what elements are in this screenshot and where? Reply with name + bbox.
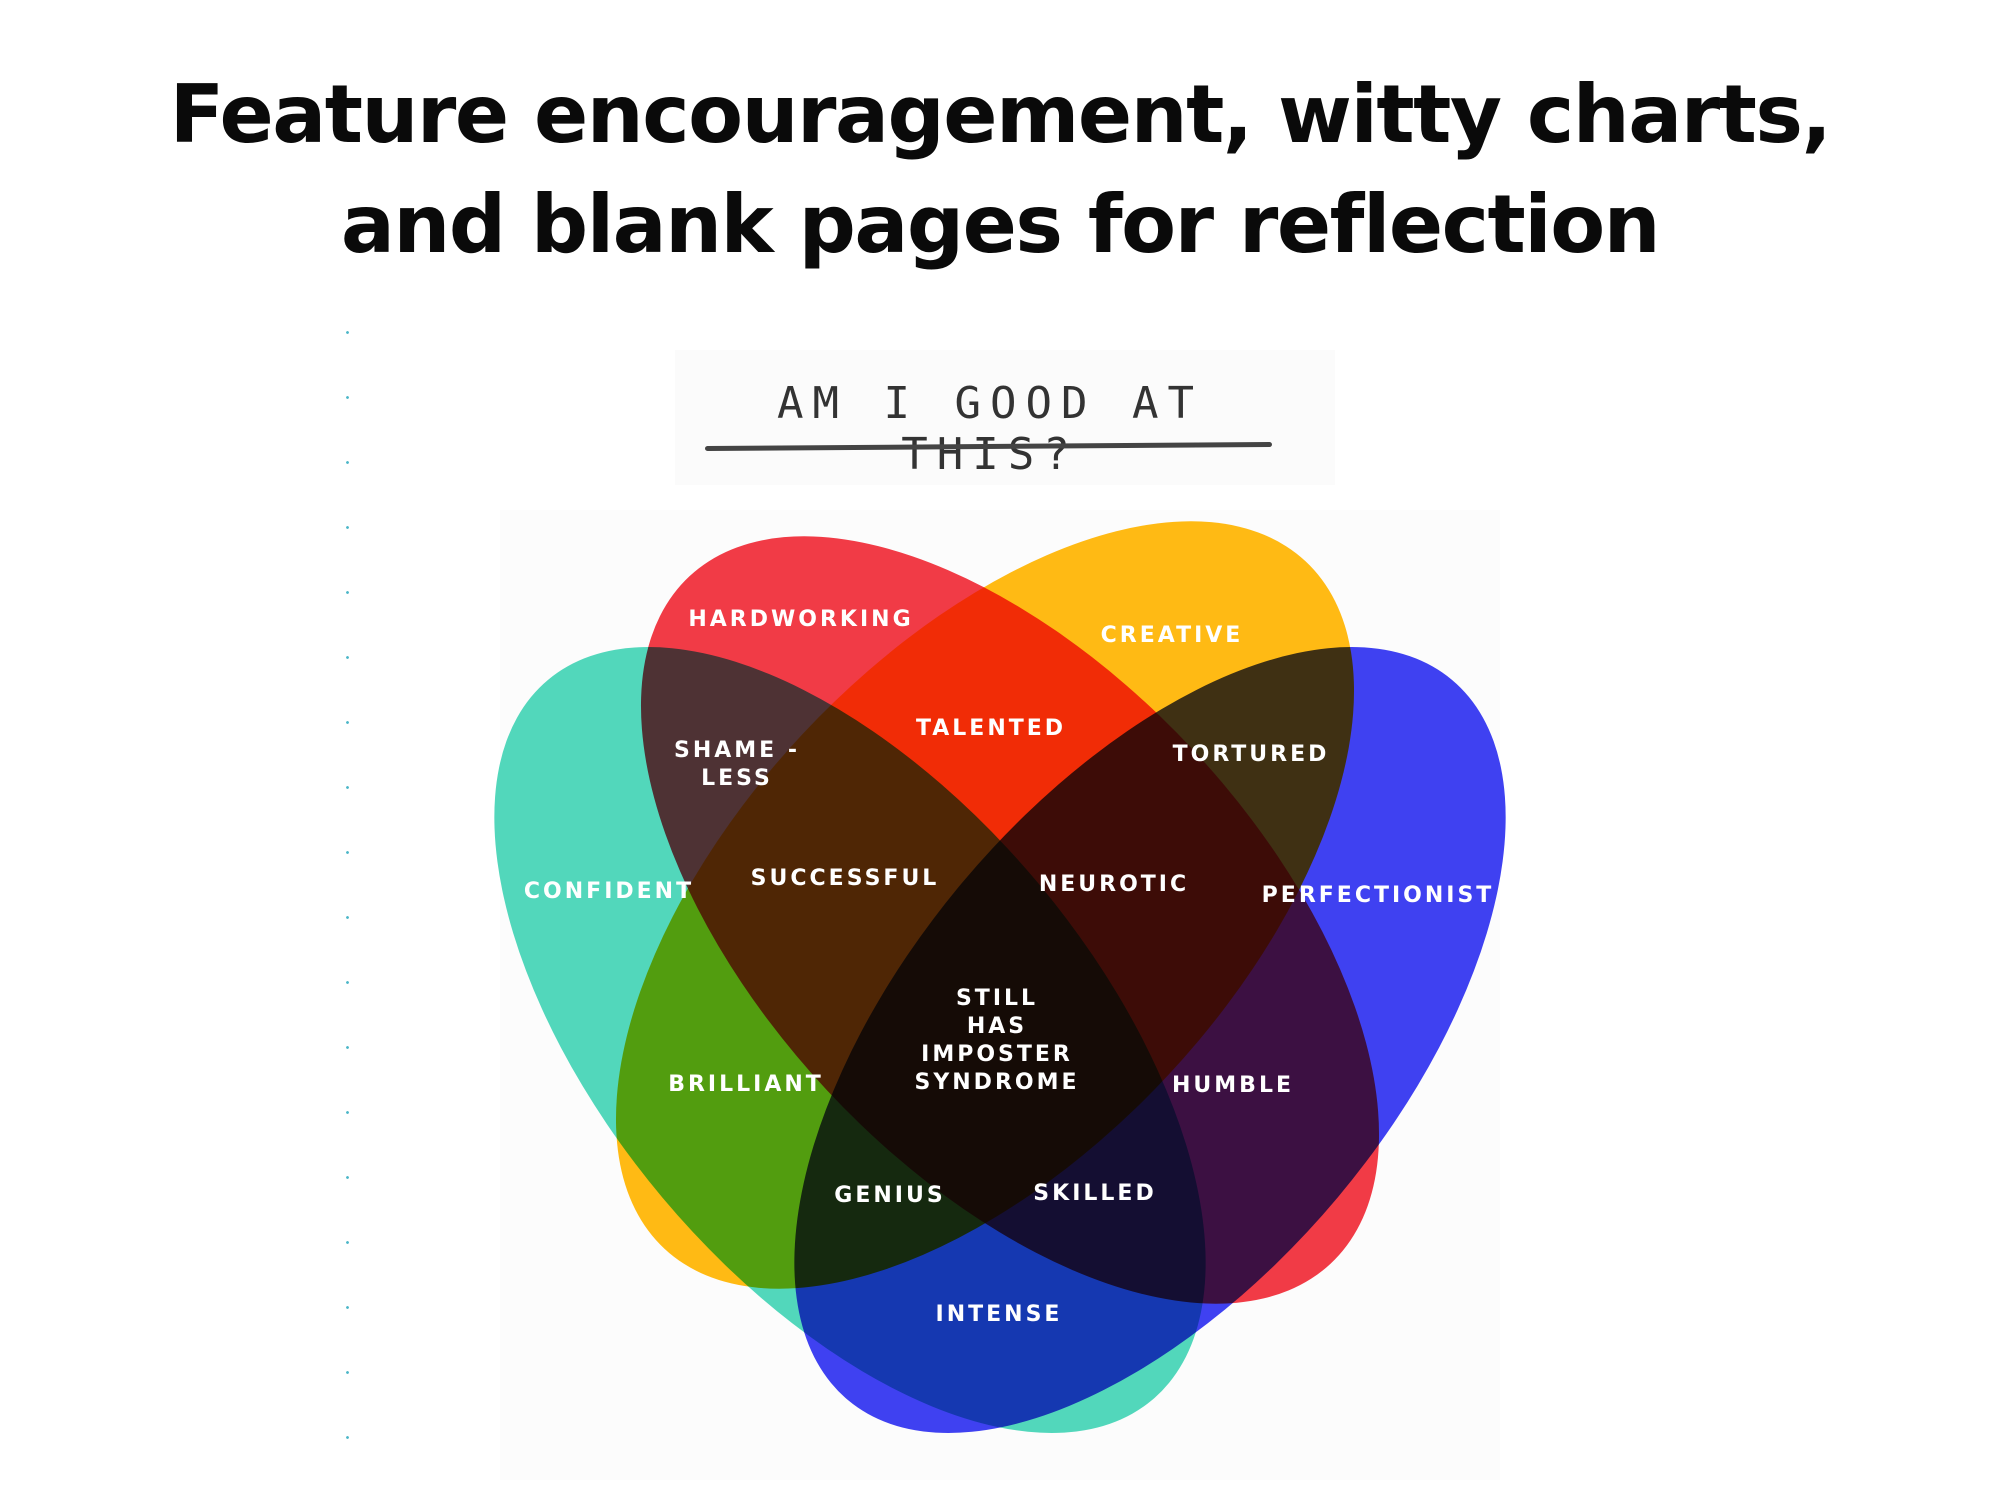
label-successful: SUCCESSFUL: [750, 866, 940, 891]
label-center-line2: HAS: [966, 1014, 1028, 1039]
chart-title-panel: [675, 350, 1335, 485]
label-humble: HUMBLE: [1172, 1073, 1294, 1098]
headline-line-1: Feature encouragement, witty charts,: [169, 68, 1832, 161]
headline-line-2: and blank pages for reflection: [340, 178, 1661, 271]
diagram-title: AM I GOOD AT THIS?: [777, 378, 1203, 480]
label-genius: GENIUS: [834, 1183, 946, 1208]
label-center: STILL HAS IMPOSTER SYNDROME: [914, 985, 1079, 1097]
label-hardworking: HARDWORKING: [688, 607, 914, 632]
label-perfectionist: PERFECTIONIST: [1261, 883, 1495, 908]
label-brilliant: BRILLIANT: [668, 1072, 824, 1097]
label-intense: INTENSE: [935, 1302, 1063, 1327]
dotted-margin-line: [346, 300, 349, 1480]
label-talented: TALENTED: [915, 716, 1067, 741]
label-creative: CREATIVE: [1100, 623, 1244, 648]
label-confident: CONFIDENT: [523, 879, 695, 904]
label-shameless-line1: SHAME -: [674, 738, 800, 763]
label-skilled: SKILLED: [1033, 1181, 1157, 1206]
label-center-line1: STILL: [955, 986, 1039, 1011]
label-tortured: TORTURED: [1172, 742, 1330, 767]
label-shameless: SHAME - LESS: [674, 737, 800, 793]
label-center-line4: SYNDROME: [914, 1070, 1080, 1095]
label-shameless-line2: LESS: [701, 766, 773, 791]
label-center-line3: IMPOSTER: [921, 1042, 1073, 1067]
venn-ellipse-perfectionist: [794, 647, 1506, 1433]
label-neurotic: NEUROTIC: [1038, 872, 1190, 897]
